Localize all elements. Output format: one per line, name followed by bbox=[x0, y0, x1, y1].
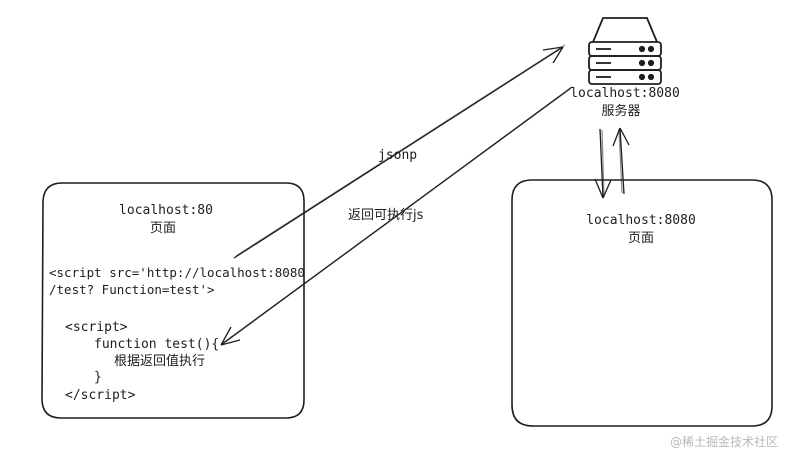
server-to-page-arrow bbox=[594, 128, 612, 199]
right-page-label: 页面 bbox=[627, 231, 655, 246]
left-page-box bbox=[41, 182, 305, 419]
right-page-box bbox=[511, 179, 773, 427]
response-label: 返回可执行js bbox=[348, 208, 424, 223]
server-host: localhost:8080 bbox=[570, 86, 680, 101]
jsonp-request-arrow bbox=[233, 44, 566, 259]
jsonp-label: jsonp bbox=[378, 148, 418, 163]
code-line-script-src: <script src='http://localhost:8080 bbox=[49, 265, 305, 280]
left-page-label: 页面 bbox=[149, 221, 177, 236]
server-label: 服务器 bbox=[601, 104, 641, 119]
watermark: @稀土掘金技术社区 bbox=[670, 435, 779, 449]
code-line-script-close: </script> bbox=[65, 388, 136, 403]
left-page-host: localhost:80 bbox=[119, 203, 213, 218]
code-line-close-brace: } bbox=[94, 370, 102, 385]
code-line-script-open: <script> bbox=[65, 320, 128, 335]
response-arrow bbox=[220, 86, 573, 346]
code-line-script-src-cont: /test? Function=test'> bbox=[49, 282, 215, 297]
server-icon bbox=[588, 17, 662, 85]
right-page-host: localhost:8080 bbox=[586, 213, 696, 228]
page-to-server-arrow bbox=[612, 127, 630, 195]
code-line-function: function test(){ bbox=[94, 337, 220, 352]
code-line-body: 根据返回值执行 bbox=[114, 354, 206, 369]
